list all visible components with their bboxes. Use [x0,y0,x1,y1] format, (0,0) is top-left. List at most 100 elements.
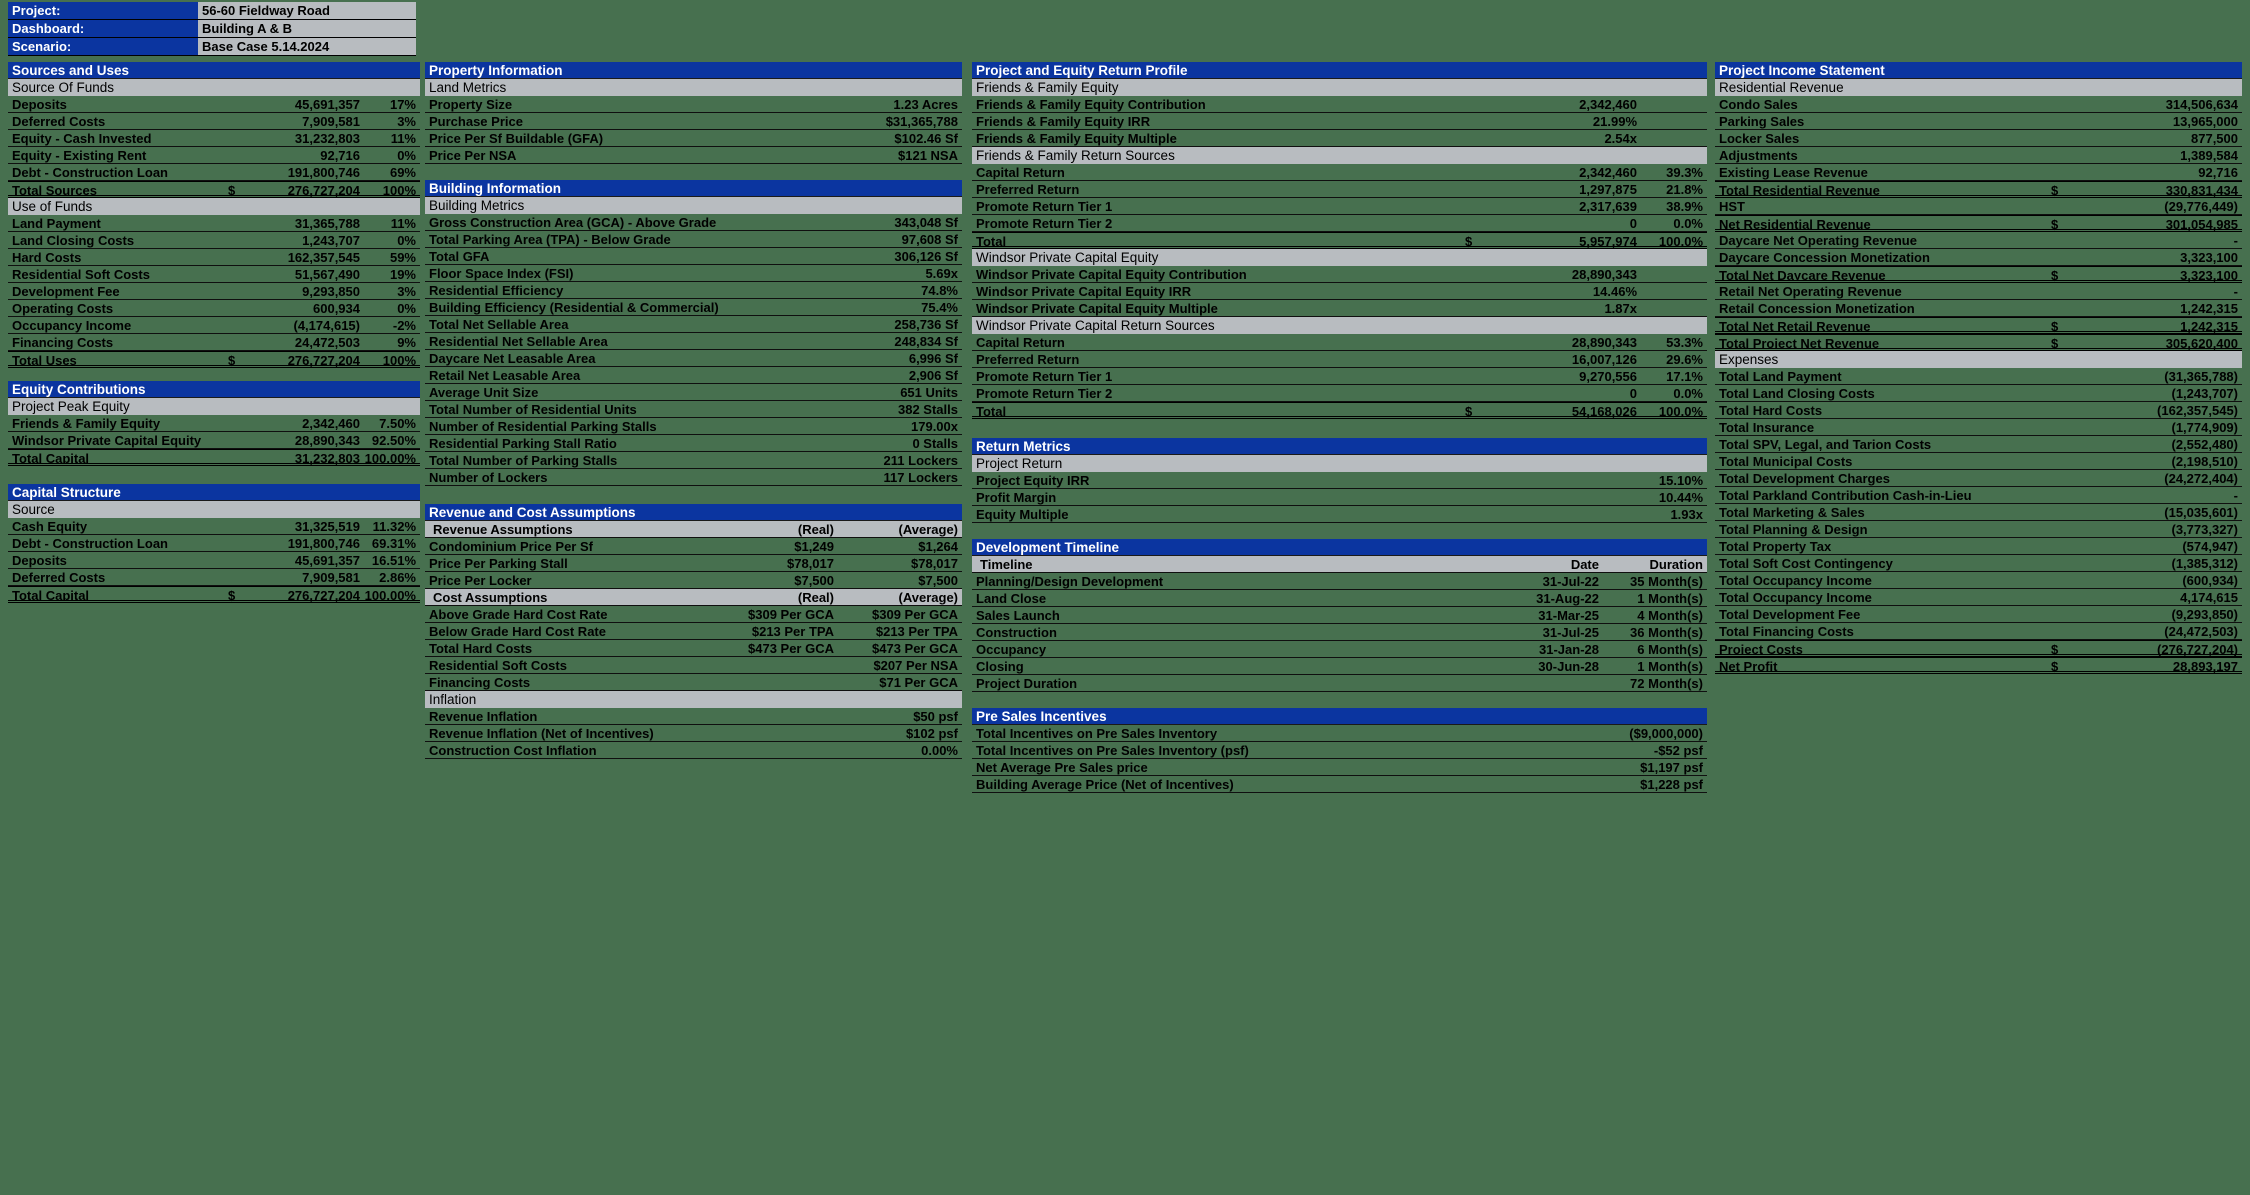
building-information-panel: Building Information Building Metrics Gr… [425,180,962,486]
revenue-col-average: (Average) [898,522,958,537]
revenue-assumptions-subheader-row: Revenue Assumptions (Real) (Average) [425,521,962,538]
row-currency [224,317,250,333]
pre-sales-incentives-title: Pre Sales Incentives [972,708,1707,725]
row-label: Promote Return Tier 2 [976,386,1113,401]
row-label: Total Property Tax [1719,539,1832,554]
hst-row: HST (29,776,449) [1715,198,2242,215]
row-label: Daycare Net Leasable Area [429,351,596,366]
net-profit-currency: $ [2051,659,2059,674]
row-currency [2047,504,2073,520]
expense-row: Total Marketing & Sales(15,035,601) [1715,504,2242,521]
row-label: Friends & Family Equity [12,416,161,431]
row-percent: 0.0% [1673,216,1703,231]
row-value: 1.93x [1670,507,1703,522]
row-value: 248,834 Sf [894,334,958,349]
row-label: Parking Sales [1719,114,1805,129]
row-value: (3,773,327) [2171,522,2239,537]
expense-row: Total Hard Costs(162,357,545) [1715,402,2242,419]
equity-contributions-title: Equity Contributions [8,381,420,398]
total-residential-revenue-currency: $ [2051,183,2059,198]
row-label: Deposits [12,97,67,112]
row-duration: 72 Month(s) [1630,676,1703,691]
expense-row: Total Occupancy Income 4,174,615 [1715,589,2242,606]
row-percent: 7.50% [379,416,416,431]
row-currency [224,569,250,585]
row-date: 31-Aug-22 [1536,591,1599,606]
row-label: Capital Return [976,335,1065,350]
row-label: Total Planning & Design [1719,522,1868,537]
total-sources-label: Total Sources [12,183,98,195]
total-uses-pct: 100% [382,353,416,368]
development-timeline-panel: Development Timeline Timeline Date Durat… [972,539,1707,692]
row-real: $78,017 [787,556,834,571]
building-information-row: Building Efficiency (Residential & Comme… [425,299,962,316]
row-currency [1461,198,1487,214]
row-average: $7,500 [918,573,958,588]
row-currency [224,130,250,146]
row-value: 314,506,634 [2165,97,2238,112]
row-value: $102.46 Sf [894,131,958,146]
timeline-col-date: Date [1570,557,1599,572]
row-label: Floor Space Index (FSI) [429,266,574,281]
pre-sales-incentive-row: Building Average Price (Net of Incentive… [972,776,1707,793]
net-profit-label: Net Profit [1719,659,1778,671]
row-value: $50 psf [913,709,958,724]
row-amount: 0 [1629,386,1637,401]
row-value: (600,934) [2182,573,2238,588]
row-currency [224,283,250,299]
daycare-revenue-rows: Daycare Net Operating Revenue-Daycare Co… [1715,232,2242,266]
row-percent: 38.9% [1666,199,1703,214]
row-label: Price Per Parking Stall [429,556,568,571]
row-label: Total Number of Parking Stalls [429,453,618,468]
row-label: Friends & Family Equity IRR [976,114,1151,129]
row-label: Equity Multiple [976,507,1069,522]
row-label: Promote Return Tier 2 [976,216,1113,231]
row-percent: 69% [389,165,416,180]
row-currency [2047,436,2073,452]
row-percent: 53.3% [1666,335,1703,350]
row-amount: 162,357,545 [287,250,360,265]
row-label: Price Per NSA [429,148,517,163]
row-value: 6,996 Sf [908,351,958,366]
row-percent: 11.32% [372,519,416,534]
row-currency [2047,368,2073,384]
row-real: $1,249 [794,539,834,554]
row-amount: 2,342,460 [1579,165,1637,180]
row-percent: 0.0% [1673,386,1703,401]
sources-and-uses-panel: Sources and Uses Source Of Funds Deposit… [8,62,420,368]
row-currency [224,300,250,316]
row-duration: 36 Month(s) [1630,625,1703,640]
row-label: Land Closing Costs [12,233,135,248]
row-currency [2047,385,2073,401]
row-amount: 2,317,639 [1579,199,1637,214]
row-label: Windsor Private Capital Equity [12,433,202,448]
row-currency [2047,521,2073,537]
inflation-subheader: Inflation [425,691,962,708]
income-statement-panel: Project Income Statement Residential Rev… [1715,62,2242,674]
row-value: 0.00% [921,743,958,758]
row-percent [1641,96,1707,112]
row-currency [224,147,250,163]
row-label: Total Occupancy Income [1719,573,1872,588]
row-average: $309 Per GCA [872,607,958,622]
net-residential-revenue-value: 301,054,985 [2165,217,2238,232]
land-metrics-subheader: Land Metrics [425,79,962,96]
row-percent: 0% [397,301,416,316]
